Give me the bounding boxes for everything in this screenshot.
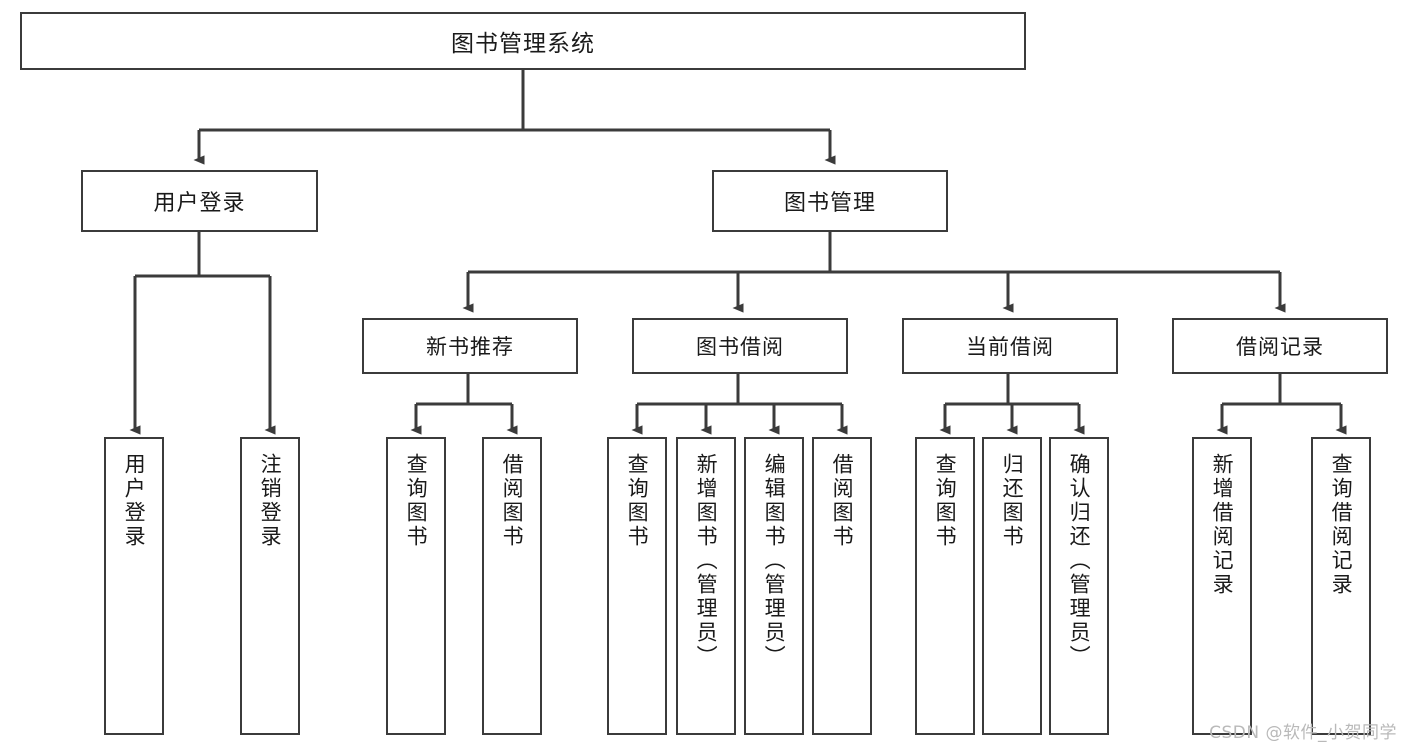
leaf-query-book-current[interactable]: 查询图书 — [915, 437, 975, 735]
node-new-book-recommend[interactable]: 新书推荐 — [362, 318, 578, 374]
node-current-borrow[interactable]: 当前借阅 — [902, 318, 1118, 374]
leaf-user-login[interactable]: 用户登录 — [104, 437, 164, 735]
leaf-edit-book-admin[interactable]: 编辑图书（管理员） — [744, 437, 804, 735]
node-book-borrow[interactable]: 图书借阅 — [632, 318, 848, 374]
leaf-add-book-admin[interactable]: 新增图书（管理员） — [676, 437, 736, 735]
node-root[interactable]: 图书管理系统 — [20, 12, 1026, 70]
node-borrow-records[interactable]: 借阅记录 — [1172, 318, 1388, 374]
leaf-query-book-recommend[interactable]: 查询图书 — [386, 437, 446, 735]
leaf-borrow-book[interactable]: 借阅图书 — [812, 437, 872, 735]
leaf-borrow-book-recommend[interactable]: 借阅图书 — [482, 437, 542, 735]
leaf-return-book[interactable]: 归还图书 — [982, 437, 1042, 735]
watermark: CSDN @软件_小贺同学 — [1209, 723, 1397, 743]
leaf-logout[interactable]: 注销登录 — [240, 437, 300, 735]
node-book-management[interactable]: 图书管理 — [712, 170, 948, 232]
leaf-query-book-borrow[interactable]: 查询图书 — [607, 437, 667, 735]
node-user-login[interactable]: 用户登录 — [81, 170, 318, 232]
leaf-query-borrow-record[interactable]: 查询借阅记录 — [1311, 437, 1371, 735]
leaf-confirm-return-admin[interactable]: 确认归还（管理员） — [1049, 437, 1109, 735]
leaf-add-borrow-record[interactable]: 新增借阅记录 — [1192, 437, 1252, 735]
